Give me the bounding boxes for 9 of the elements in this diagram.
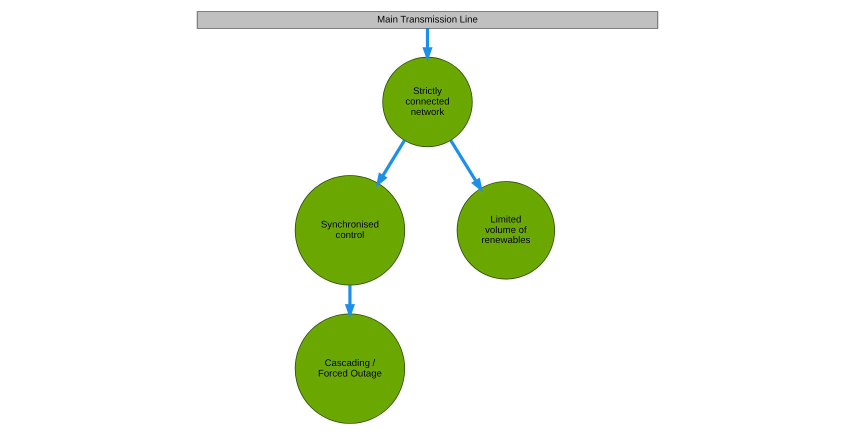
node-box: Main Transmission Line xyxy=(196,11,658,29)
arrow xyxy=(422,28,432,62)
arrow xyxy=(448,140,483,193)
node-circle: Cascading / Forced Outage xyxy=(294,313,405,424)
node-circle: Limited volume of renewables xyxy=(456,181,555,280)
node-circle: Synchronised control xyxy=(294,175,405,286)
arrow xyxy=(344,285,354,319)
arrow xyxy=(375,140,406,188)
node-circle: Strictly connected network xyxy=(382,56,472,148)
